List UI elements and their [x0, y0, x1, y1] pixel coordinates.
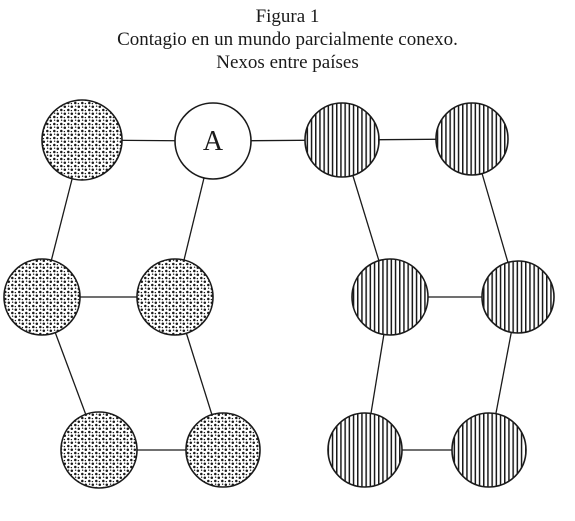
country-node-l1 [41, 99, 123, 181]
node-circle-dotted [185, 412, 261, 488]
nodes-layer: A [3, 99, 555, 489]
country-node-l4 [60, 411, 138, 489]
edges-layer [41, 138, 519, 451]
node-circle-striped [304, 102, 380, 178]
figure-label: Figura 1 [255, 6, 320, 27]
node-circle-dotted [41, 99, 123, 181]
figure-title: Contagio en un mundo parcialmente conexo… [117, 29, 458, 50]
node-circle-striped [351, 258, 429, 336]
country-node-r1 [304, 102, 380, 178]
country-node-l5 [185, 412, 261, 488]
node-circle-striped [435, 102, 509, 176]
country-node-r5 [327, 412, 403, 488]
country-node-r4 [481, 260, 555, 334]
country-node-r6 [451, 412, 527, 488]
figure-subtitle: Nexos entre países [216, 52, 359, 73]
country-node-l2 [3, 258, 81, 336]
node-circle-striped [327, 412, 403, 488]
country-node-r3 [351, 258, 429, 336]
country-node-l3 [136, 258, 214, 336]
country-node-a: A [174, 102, 252, 180]
node-circle-striped [451, 412, 527, 488]
node-circle-dotted [136, 258, 214, 336]
node-label: A [203, 126, 224, 157]
country-node-r2 [435, 102, 509, 176]
node-circle-striped [481, 260, 555, 334]
node-circle-dotted [3, 258, 81, 336]
node-circle-white [174, 102, 252, 180]
node-circle-dotted [60, 411, 138, 489]
